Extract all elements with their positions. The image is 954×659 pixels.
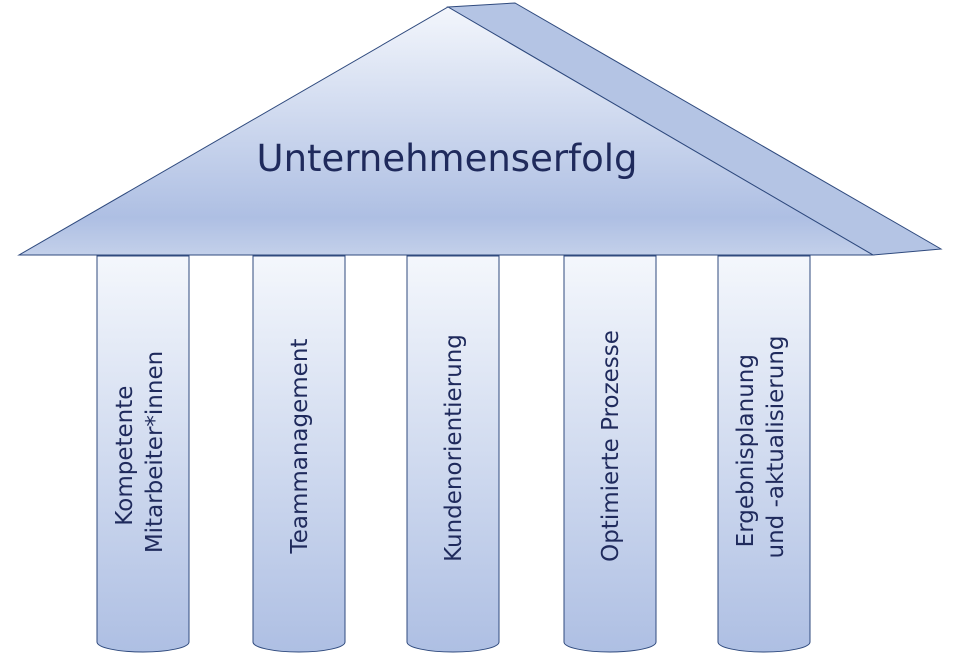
pillars-group: Kompetente Mitarbeiter*innen Teammanagem… (96, 255, 811, 653)
roof-front-face (17, 6, 875, 256)
pillar-label: Kundenorientierung (441, 334, 467, 562)
pillar-label-line-1: Teammanagement (287, 339, 313, 555)
pillar-1: Kompetente Mitarbeiter*innen (96, 255, 190, 653)
pillar-label-line-2: und -aktualisierung (763, 336, 789, 559)
pillar-label-line-1: Optimierte Prozesse (598, 330, 624, 562)
pillar-label: Teammanagement (287, 339, 313, 555)
pillar-label-line-1: Kundenorientierung (441, 334, 467, 562)
pillar-5: Ergebnisplanung und -aktualisierung (717, 255, 811, 653)
pillar-body (717, 255, 811, 653)
pillar-label-line-1: Kompetente (112, 386, 138, 526)
roof-title: Unternehmenserfolg (257, 137, 638, 180)
pillar-label: Ergebnisplanung und -aktualisierung (733, 336, 789, 559)
pillar-label: Optimierte Prozesse (598, 330, 624, 562)
pillar-2: Teammanagement (252, 255, 346, 653)
pillar-3: Kundenorientierung (406, 255, 500, 653)
pillar-label: Kompetente Mitarbeiter*innen (112, 351, 168, 553)
pillar-body (96, 255, 190, 653)
pillar-body (563, 255, 657, 653)
roof-group: Unternehmenserfolg (17, 2, 943, 256)
pillar-4: Optimierte Prozesse (563, 255, 657, 653)
pillar-body (252, 255, 346, 653)
pillar-label-line-2: Mitarbeiter*innen (142, 351, 168, 553)
pillar-label-line-1: Ergebnisplanung (733, 354, 759, 547)
pillar-body (406, 255, 500, 653)
